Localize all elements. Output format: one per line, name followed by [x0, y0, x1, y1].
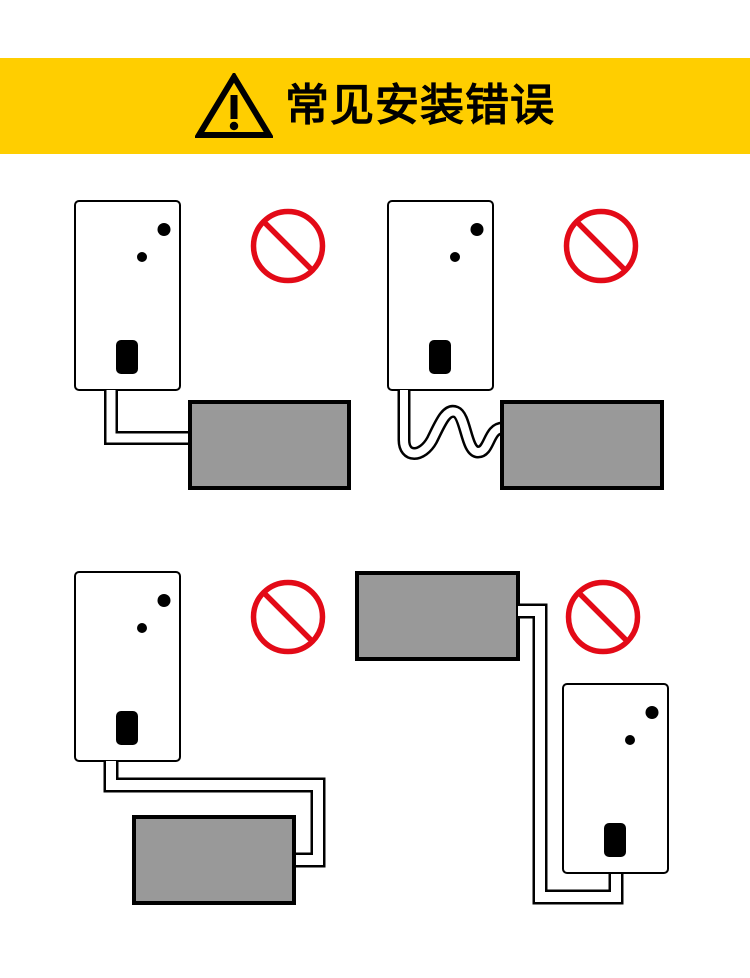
- panel-4: [355, 571, 669, 905]
- header-banner: 常见安装错误: [0, 58, 750, 154]
- indicator-dot-large: [470, 223, 484, 236]
- prohibited-icon: [254, 583, 323, 652]
- water-heater-device: [74, 571, 181, 762]
- header-content: 常见安装错误: [195, 73, 555, 139]
- indicator-dot-large: [645, 706, 659, 719]
- indicator-dot-small: [137, 252, 147, 262]
- prohibited-icon: [569, 583, 638, 652]
- gray-box: [132, 815, 296, 905]
- indicator-dot-small: [450, 252, 460, 262]
- water-heater-device: [74, 200, 181, 391]
- water-heater-device: [562, 683, 669, 874]
- gray-box: [355, 571, 520, 661]
- indicator-dot-small: [625, 735, 635, 745]
- gray-box: [188, 400, 351, 490]
- warning-triangle-icon: [195, 73, 273, 138]
- page-title: 常见安装错误: [285, 80, 555, 131]
- pipe: [104, 390, 190, 445]
- water-heater-device: [387, 200, 494, 391]
- outlet-port: [116, 340, 138, 374]
- indicator-dot-large: [157, 594, 171, 607]
- indicator-dot-small: [137, 623, 147, 633]
- indicator-dot-large: [157, 223, 171, 236]
- panel-1: [74, 200, 351, 490]
- outlet-port: [116, 711, 138, 745]
- panel-2: [387, 200, 664, 490]
- prohibited-icon: [254, 212, 323, 281]
- outlet-port: [429, 340, 451, 374]
- prohibited-icon: [567, 212, 636, 281]
- panel-3: [74, 571, 326, 905]
- outlet-port: [604, 823, 626, 857]
- gray-box: [500, 400, 664, 490]
